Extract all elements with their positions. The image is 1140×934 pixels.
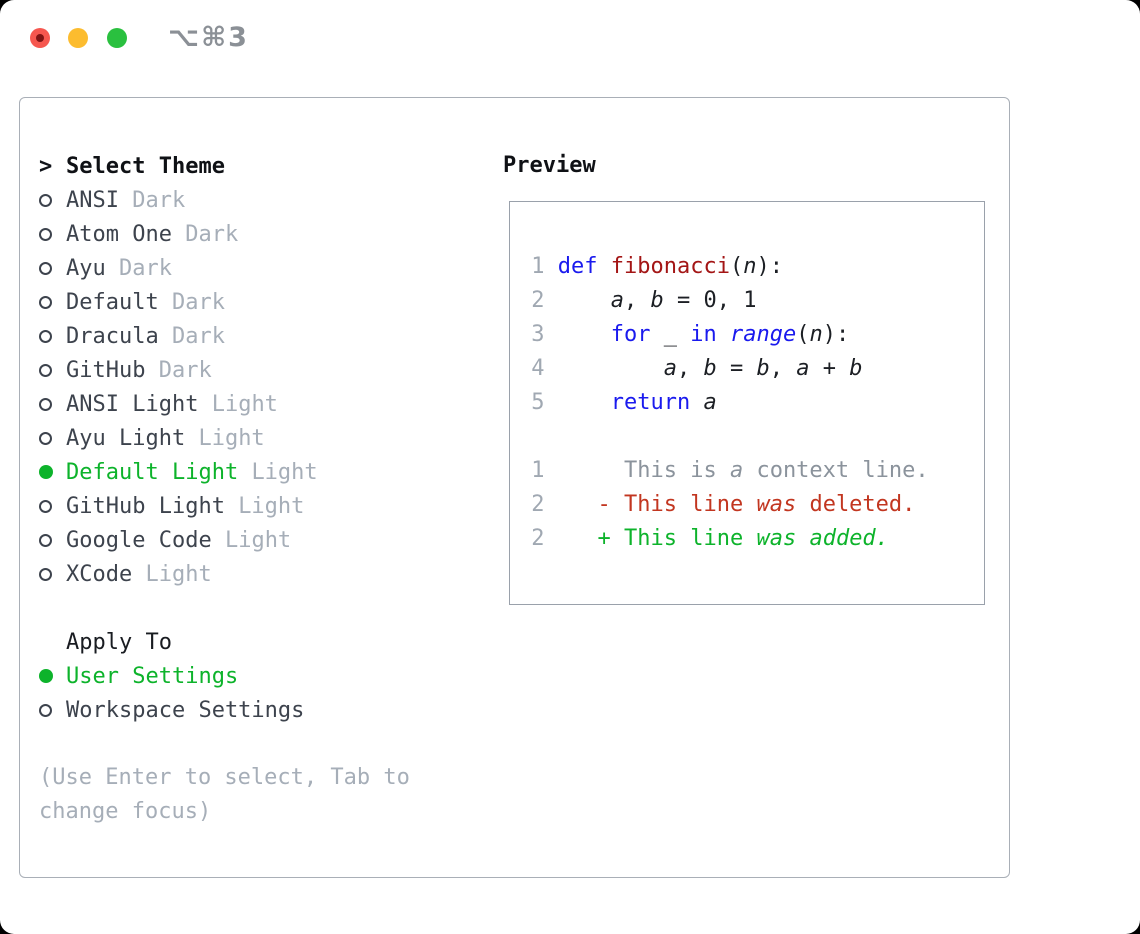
radio-unselected-icon	[39, 363, 52, 377]
unsaved-indicator-dot	[36, 34, 44, 42]
theme-variant-label: Dark	[171, 289, 225, 315]
preview-title: Preview	[503, 153, 596, 178]
theme-variant-label: Dark	[158, 357, 212, 383]
preview-code-line: 1 This is a context line.	[518, 458, 929, 483]
help-text-line-1: (Use Enter to select, Tab to	[39, 765, 410, 790]
radio-selected-icon	[39, 669, 53, 683]
radio-unselected-icon	[39, 703, 52, 717]
theme-variant-label: Light	[211, 391, 278, 417]
option-label: Default Light	[66, 459, 252, 485]
theme-option-xcode[interactable]: XCode Light	[39, 557, 410, 591]
prompt-chevron: >	[39, 153, 53, 179]
preview-code-line: 2 + This line was added.	[518, 526, 889, 551]
apply-to-title: Apply To	[66, 629, 172, 655]
theme-option-default[interactable]: Default Dark	[39, 285, 410, 319]
apply-option-workspace-settings[interactable]: Workspace Settings	[39, 693, 410, 727]
apply-option-user-settings[interactable]: User Settings	[39, 659, 410, 693]
spacer	[39, 727, 410, 761]
theme-option-ansi-light[interactable]: ANSI Light Light	[39, 387, 410, 421]
close-button[interactable]	[30, 28, 50, 48]
option-label: Atom One	[66, 221, 186, 247]
option-label: Ayu Light	[66, 425, 199, 451]
zoom-button[interactable]	[107, 28, 127, 48]
radio-unselected-icon	[39, 295, 52, 309]
theme-variant-label: Light	[251, 459, 318, 485]
window-title: ⌥⌘3	[168, 22, 249, 53]
select-theme-title: Select Theme	[66, 153, 225, 179]
theme-variant-label: Dark	[118, 255, 172, 281]
radio-selected-icon	[39, 465, 53, 479]
option-label: Default	[66, 289, 172, 315]
option-label: ANSI Light	[66, 391, 212, 417]
preview-code-line: 4 a, b = b, a + b	[518, 356, 863, 381]
spacer	[39, 591, 410, 625]
theme-option-github-light[interactable]: GitHub Light Light	[39, 489, 410, 523]
option-label: Google Code	[66, 527, 225, 553]
radio-unselected-icon	[39, 431, 52, 445]
option-label: GitHub	[66, 357, 159, 383]
option-label: Ayu	[66, 255, 119, 281]
radio-unselected-icon	[39, 499, 52, 513]
option-label: GitHub Light	[66, 493, 239, 519]
radio-unselected-icon	[39, 397, 52, 411]
theme-option-dracula[interactable]: Dracula Dark	[39, 319, 410, 353]
theme-variant-label: Light	[238, 493, 305, 519]
theme-option-google-code[interactable]: Google Code Light	[39, 523, 410, 557]
option-label: ANSI	[66, 187, 133, 213]
minimize-button[interactable]	[68, 28, 88, 48]
theme-variant-label: Dark	[185, 221, 239, 247]
radio-unselected-icon	[39, 193, 52, 207]
preview-box: 1 def fibonacci(n): 2 a, b = 0, 1 3 for …	[509, 201, 985, 605]
option-label: Workspace Settings	[66, 697, 305, 723]
theme-variant-label: Dark	[171, 323, 225, 349]
help-text-line-2: change focus)	[39, 799, 212, 824]
theme-option-atom-one[interactable]: Atom One Dark	[39, 217, 410, 251]
preview-code-line: 2 a, b = 0, 1	[518, 288, 757, 313]
theme-option-ansi[interactable]: ANSI Dark	[39, 183, 410, 217]
theme-variant-label: Light	[198, 425, 265, 451]
theme-variant-label: Light	[224, 527, 292, 553]
preview-code-line: 2 - This line was deleted.	[518, 492, 916, 517]
theme-option-ayu[interactable]: Ayu Dark	[39, 251, 410, 285]
titlebar: ⌥⌘3	[0, 0, 1140, 76]
apply-to-header: Apply To	[39, 625, 410, 659]
radio-unselected-icon	[39, 261, 52, 275]
option-label: Dracula	[66, 323, 172, 349]
select-theme-header: > Select Theme	[39, 149, 410, 183]
preview-code-line	[518, 420, 984, 454]
theme-option-ayu-light[interactable]: Ayu Light Light	[39, 421, 410, 455]
radio-unselected-icon	[39, 567, 52, 581]
theme-option-default-light[interactable]: Default Light Light	[39, 455, 410, 489]
preview-code-line: 1 def fibonacci(n):	[518, 254, 783, 279]
option-label: XCode	[66, 561, 146, 587]
preview-code-line: 5 return a	[518, 390, 717, 415]
radio-unselected-icon	[39, 533, 52, 547]
radio-unselected-icon	[39, 329, 52, 343]
theme-variant-label: Light	[145, 561, 212, 587]
theme-variant-label: Dark	[132, 187, 186, 213]
option-label: User Settings	[66, 663, 239, 689]
radio-unselected-icon	[39, 227, 52, 241]
theme-option-github[interactable]: GitHub Dark	[39, 353, 410, 387]
preview-code-line: 3 for _ in range(n):	[518, 322, 850, 347]
